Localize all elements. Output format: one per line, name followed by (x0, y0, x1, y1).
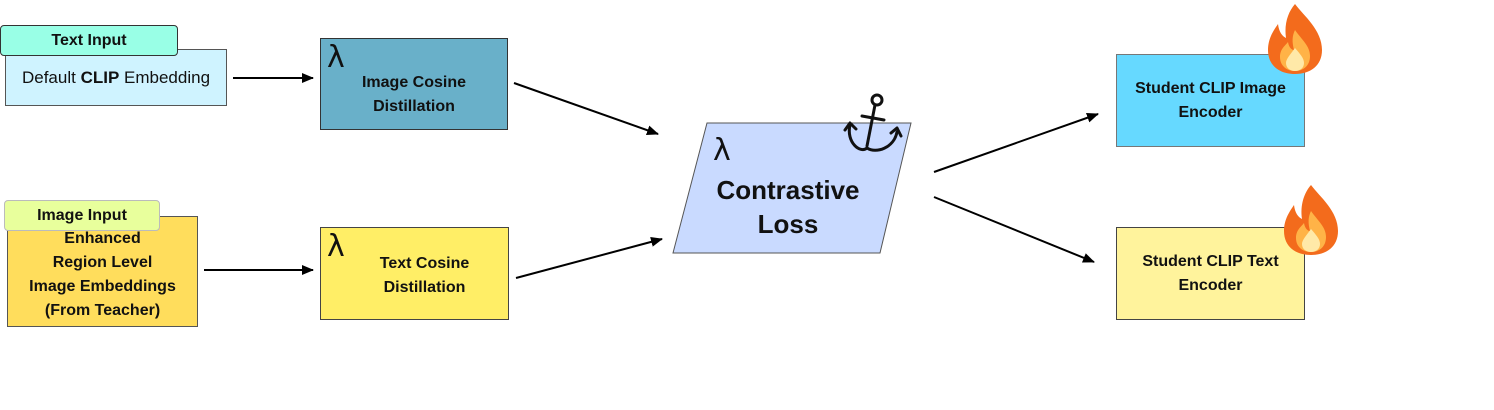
student-text-line: Student CLIP Text (1142, 252, 1279, 270)
student-image-line: Encoder (1178, 103, 1243, 121)
text-input-tag: Text Input (0, 25, 178, 56)
fire-icon (1284, 185, 1338, 255)
student-image-line: Student CLIP Image (1135, 79, 1286, 97)
arrow-contrastive-to-student-text (933, 196, 1095, 263)
text-cosine-distillation-box: λ Text Cosine Distillation (320, 227, 509, 320)
student-text-encoder-box: Student CLIP Text Encoder (1116, 227, 1305, 320)
arrow-contrastive-to-student-image (933, 112, 1099, 173)
arrow-text-distill-to-contrastive (515, 237, 663, 279)
contrastive-loss-line: Contrastive (716, 175, 860, 205)
student-text-line: Encoder (1178, 276, 1243, 294)
anchor-icon (843, 93, 903, 152)
image-cosine-distillation-box: λ Image Cosine Distillation (320, 38, 508, 130)
lambda-symbol: λ (327, 229, 345, 264)
image-input-line: Enhanced (64, 229, 141, 247)
lambda-symbol: λ (327, 40, 345, 75)
text-input-body: Default CLIP Embedding (5, 49, 227, 106)
text-distill-line: Distillation (383, 279, 466, 296)
image-input-line: (From Teacher) (44, 301, 161, 319)
image-distill-line: Image Cosine (361, 74, 467, 91)
contrastive-loss-line: Loss (757, 209, 819, 239)
lambda-symbol: λ (713, 133, 731, 168)
arrow-image-distill-to-contrastive (513, 82, 659, 136)
image-input-line: Region Level (52, 253, 153, 271)
image-input-line: Image Embeddings (29, 277, 176, 295)
image-distill-line: Distillation (373, 98, 455, 115)
student-image-encoder-box: Student CLIP Image Encoder (1116, 54, 1305, 147)
image-input-tag: Image Input (4, 200, 160, 231)
text-input-body-text: Default CLIP Embedding (21, 67, 211, 87)
fire-icon (1268, 4, 1322, 74)
text-distill-line: Text Cosine (379, 255, 470, 272)
